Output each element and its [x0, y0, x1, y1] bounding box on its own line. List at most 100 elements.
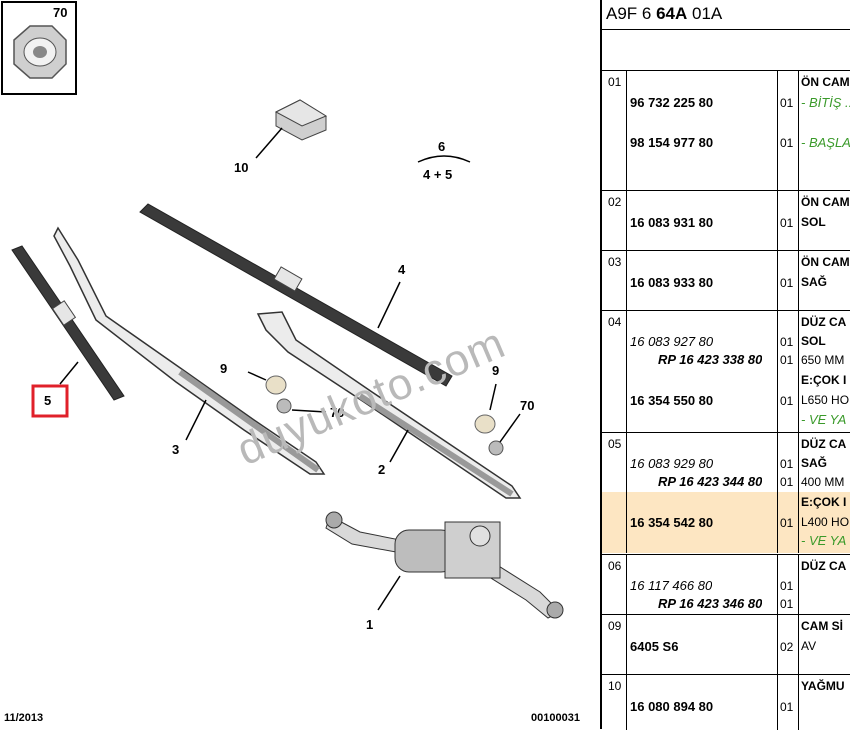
drawing-number: 00100031: [531, 712, 580, 724]
col-divider: [777, 492, 778, 553]
row-description: ÖN CAM: [801, 195, 850, 209]
row-index: 09: [608, 619, 622, 633]
part-note: AV: [801, 639, 817, 653]
ref-prefix: A9F 6: [606, 4, 657, 23]
quantity: 01: [780, 700, 794, 714]
col-divider: [777, 615, 778, 674]
col-divider: [777, 71, 778, 190]
part-note: - VE YA: [801, 412, 847, 427]
reference-code: A9F 6 64A 01A: [606, 4, 722, 24]
col-divider: [777, 311, 778, 432]
part-number[interactable]: 16 080 894 80: [630, 699, 714, 714]
part-number[interactable]: 16 354 542 80: [630, 515, 714, 530]
parts-row-05[interactable]: 05 DÜZ CA 16 083 929 80 01 SAĞ RP 16 423…: [602, 432, 850, 492]
callout-5[interactable]: 5: [44, 393, 52, 408]
parts-row-05-highlighted[interactable]: E:ÇOK I 16 354 542 80 01 L400 HO - VE YA: [602, 492, 850, 553]
parts-row-09[interactable]: 09 CAM Sİ 6405 S6 02 AV: [602, 614, 850, 674]
row-description: E:ÇOK I: [801, 495, 847, 509]
header-divider: [602, 29, 850, 30]
col-divider: [626, 492, 627, 553]
col-divider: [798, 615, 799, 674]
col-divider: [798, 311, 799, 432]
quantity: 01: [780, 136, 794, 150]
quantity: 01: [780, 276, 794, 290]
part-number[interactable]: 16 354 550 80: [630, 393, 714, 408]
callout-4: 4: [398, 262, 406, 277]
part-note: 650 MM: [801, 353, 845, 367]
row-index: 02: [608, 195, 622, 209]
quantity: 01: [780, 335, 794, 349]
parts-list-panel: A9F 6 64A 01A 01 ÖN CAM 96 732 225 80 01…: [600, 0, 850, 730]
col-divider: [626, 71, 627, 190]
wiper-arm-2: [256, 311, 522, 499]
col-divider: [777, 675, 778, 730]
callout-1: 1: [366, 617, 374, 632]
parts-row-06[interactable]: 06 DÜZ CA 16 117 466 80 01 RP 16 423 346…: [602, 554, 850, 614]
ref-group: 64A: [656, 4, 688, 23]
quantity: 02: [780, 640, 794, 654]
row-description: ÖN CAM: [801, 255, 850, 269]
cap-part-right: [474, 414, 496, 434]
row-index: 01: [608, 75, 622, 89]
diagram-date: 11/2013: [4, 712, 44, 724]
part-number[interactable]: 16 083 927 80: [630, 334, 714, 349]
part-number[interactable]: 96 732 225 80: [630, 95, 714, 110]
part-number[interactable]: 16 083 929 80: [630, 456, 714, 471]
part-note: - BİTİŞ ...: [801, 95, 850, 110]
part-number[interactable]: 16 117 466 80: [630, 578, 713, 593]
part-note: SOL: [801, 215, 826, 229]
wiper-linkage-motor-1: [325, 511, 564, 619]
part-note: L400 HO: [801, 515, 850, 529]
part-note: - BAŞLA...: [801, 135, 850, 150]
col-divider: [626, 615, 627, 674]
rain-sensor-part: [274, 99, 328, 141]
exploded-parts-diagram: 70 10 6 4 + 5 4 5 9 70 9 70 3 2 1 duyuko…: [1, 1, 580, 724]
col-divider: [777, 251, 778, 310]
part-number[interactable]: 6405 S6: [630, 639, 679, 654]
callout-3: 3: [172, 442, 180, 457]
ref-suffix: 01A: [687, 4, 723, 23]
row-description: DÜZ CA: [801, 315, 847, 329]
quantity: 01: [780, 353, 794, 367]
row-description: CAM Sİ: [801, 619, 843, 633]
col-divider: [626, 251, 627, 310]
part-number[interactable]: 16 083 931 80: [630, 215, 714, 230]
wiper-arm-3: [53, 226, 326, 475]
cap-part-left: [265, 375, 287, 395]
part-number[interactable]: 16 083 933 80: [630, 275, 714, 290]
nut-part-left: [276, 398, 292, 414]
col-divider: [798, 675, 799, 730]
parts-row-03[interactable]: 03 ÖN CAM 16 083 933 80 01 SAĞ: [602, 250, 850, 310]
quantity: 01: [780, 457, 794, 471]
parts-row-10[interactable]: 10 YAĞMU 16 080 894 80 01: [602, 674, 850, 730]
part-note: SAĞ: [801, 456, 828, 470]
row-description: ÖN CAM: [801, 75, 850, 89]
parts-row-01[interactable]: 01 ÖN CAM 96 732 225 80 01 - BİTİŞ ... 9…: [602, 70, 850, 190]
quantity: 01: [780, 475, 794, 489]
part-note: L650 HO: [801, 393, 850, 407]
parts-row-04[interactable]: 04 DÜZ CA 16 083 927 80 01 SOL RP 16 423…: [602, 310, 850, 432]
col-divider: [798, 492, 799, 553]
col-divider: [626, 191, 627, 250]
row-index: 03: [608, 255, 622, 269]
quantity: 01: [780, 516, 794, 530]
quantity: 01: [780, 579, 794, 593]
col-divider: [777, 191, 778, 250]
parts-row-02[interactable]: 02 ÖN CAM 16 083 931 80 01 SOL: [602, 190, 850, 250]
col-divider: [798, 191, 799, 250]
replacement-part-number[interactable]: RP 16 423 346 80: [658, 596, 763, 611]
row-description: YAĞMU: [801, 679, 845, 693]
replacement-part-number[interactable]: RP 16 423 344 80: [658, 474, 763, 489]
replacement-part-number[interactable]: RP 16 423 338 80: [658, 352, 763, 367]
row-index: 05: [608, 437, 622, 451]
row-index: 04: [608, 315, 622, 329]
diagram-drawing: [1, 1, 564, 619]
wiper-blade-5: [11, 245, 125, 401]
wiper-blade-4: [139, 203, 453, 387]
part-number[interactable]: 98 154 977 80: [630, 135, 714, 150]
col-divider: [777, 555, 778, 614]
col-divider: [626, 675, 627, 730]
callout-9-left: 9: [220, 361, 228, 376]
col-divider: [626, 433, 627, 492]
row-index: 10: [608, 679, 622, 693]
